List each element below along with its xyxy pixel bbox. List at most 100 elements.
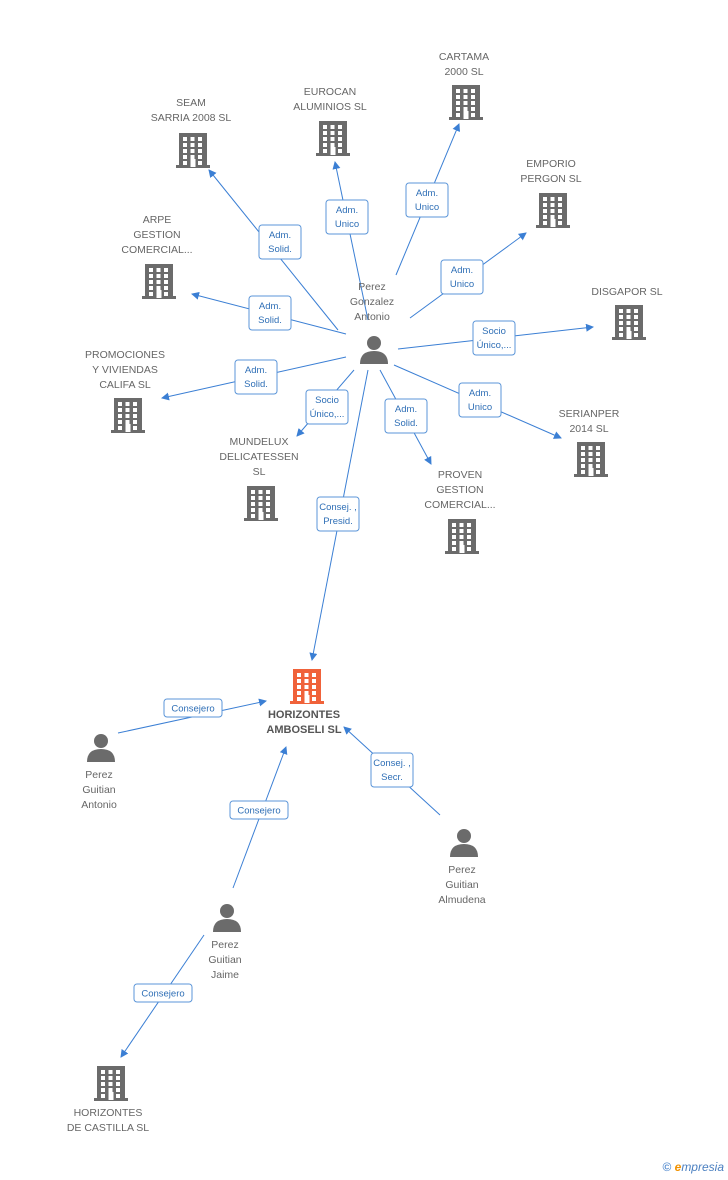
edge-label-perez-guitian-jaime-to-horizontes-castilla: Consejero	[133, 983, 193, 1003]
edge-label-text: Adm.	[395, 404, 417, 415]
node-label-line: EUROCAN	[304, 86, 357, 98]
node-label-line: COMERCIAL...	[424, 499, 495, 511]
edge-label-text: Unico	[415, 202, 439, 213]
edge-label-box	[305, 389, 349, 425]
edge-label-text: Adm.	[259, 301, 281, 312]
edge-label-perez-gonzalez-to-disgapor: SocioÚnico,...	[472, 320, 516, 356]
node-label-line: DE CASTILLA SL	[67, 1122, 149, 1134]
node-label-line: DELICATESSEN	[219, 451, 298, 463]
node-label-line: 2014 SL	[569, 423, 608, 435]
node-label-line: AMBOSELI SL	[266, 724, 341, 736]
edge-label-text: Consej. ,	[373, 758, 411, 769]
edge-label-perez-gonzalez-to-seam: Adm.Solid.	[258, 224, 302, 260]
node-label-line: PERGON SL	[520, 173, 581, 185]
building-icon	[244, 486, 278, 521]
building-icon	[142, 264, 176, 299]
node-label-line: GESTION	[133, 229, 180, 241]
edge-label-text: Socio	[315, 395, 339, 406]
node-promociones[interactable]: PROMOCIONES Y VIVIENDAS CALIFA SL	[85, 349, 165, 433]
brand-initial: e	[674, 1160, 682, 1174]
edge-label-perez-guitian-antonio-to-horizontes-amboseli: Consejero	[163, 698, 223, 718]
building-icon	[449, 85, 483, 120]
node-label-line: Antonio	[81, 799, 117, 811]
node-label-line: MUNDELUX	[230, 436, 289, 448]
node-horizontes-castilla[interactable]: HORIZONTES DE CASTILLA SL	[67, 1066, 149, 1134]
node-label-line: EMPORIO	[526, 158, 576, 170]
edge-label-box	[316, 496, 360, 532]
node-label-line: Guitian	[82, 784, 115, 796]
edge-label-text: Solid.	[268, 244, 292, 255]
node-label-line: Y VIVIENDAS	[92, 364, 158, 376]
node-eurocan[interactable]: EUROCAN ALUMINIOS SL	[293, 86, 367, 156]
edge-label-text: Consejero	[237, 806, 280, 817]
brand-name: mpresia	[681, 1160, 724, 1174]
building-icon	[445, 519, 479, 554]
node-label-line: SARRIA 2008 SL	[151, 112, 232, 124]
edge-label-perez-gonzalez-to-mundelux: SocioÚnico,...	[305, 389, 349, 425]
edge-label-box	[133, 983, 193, 1003]
edge-label-text: Adm.	[336, 205, 358, 216]
node-proven[interactable]: PROVENGESTIONCOMERCIAL...	[424, 469, 496, 554]
node-label-line: CALIFA SL	[99, 379, 151, 391]
node-label-line: SERIANPER	[559, 408, 620, 420]
node-cartama[interactable]: CARTAMA 2000 SL	[439, 51, 489, 120]
edge-label-text: Solid.	[258, 315, 282, 326]
node-label-line: HORIZONTES	[74, 1107, 143, 1119]
node-label-line: Antonio	[354, 311, 390, 323]
node-label-line: Perez	[211, 939, 238, 951]
node-emporio[interactable]: EMPORIO PERGON SL	[520, 158, 582, 228]
person-icon	[87, 734, 115, 762]
building-icon	[536, 193, 570, 228]
edge-labels-layer: Adm.Solid.Adm.UnicoAdm.UnicoAdm.UnicoAdm…	[133, 182, 516, 1003]
edge-label-text: Consej. ,	[319, 502, 357, 513]
node-label-line: ALUMINIOS SL	[293, 101, 367, 113]
edge-label-text: Secr.	[381, 772, 403, 783]
edge-label-perez-gonzalez-to-horizontes-amboseli: Consej. , Presid.	[316, 496, 360, 532]
edge-label-box	[325, 199, 369, 235]
edge-label-box	[384, 398, 428, 434]
edge-label-text: Único,...	[310, 409, 345, 420]
node-disgapor[interactable]: DISGAPOR SL	[591, 286, 663, 340]
edge-label-text: Adm.	[469, 388, 491, 399]
edge-label-box	[370, 752, 414, 788]
person-icon	[360, 336, 388, 364]
edge-label-box	[472, 320, 516, 356]
edge-label-box	[163, 698, 223, 718]
building-icon	[316, 121, 350, 156]
edge-label-text: Solid.	[394, 418, 418, 429]
building-icon	[612, 305, 646, 340]
edge-label-text: Unico	[450, 279, 474, 290]
node-label-line: 2000 SL	[444, 66, 483, 78]
edge-label-text: Solid.	[244, 379, 268, 390]
edge-label-perez-gonzalez-to-arpe: Adm. Solid.	[248, 295, 292, 331]
node-label-line: SL	[253, 466, 266, 478]
edge-label-box	[234, 359, 278, 395]
node-mundelux[interactable]: MUNDELUX DELICATESSEN SL	[219, 436, 299, 521]
building-icon	[290, 669, 324, 704]
edge-label-box	[248, 295, 292, 331]
edge-label-box	[258, 224, 302, 260]
building-icon	[94, 1066, 128, 1101]
node-arpe[interactable]: ARPEGESTIONCOMERCIAL...	[121, 214, 193, 299]
edge-label-perez-gonzalez-to-cartama: Adm.Unico	[405, 182, 449, 218]
node-label-line: DISGAPOR SL	[591, 286, 662, 298]
node-label-line: PROMOCIONES	[85, 349, 165, 361]
node-serianper[interactable]: SERIANPER 2014 SL	[559, 408, 620, 477]
edge-label-box	[229, 800, 289, 820]
node-label-line: CARTAMA	[439, 51, 489, 63]
node-label-line: PROVEN	[438, 469, 482, 481]
edges-layer	[117, 123, 594, 1058]
edge-line-perez-gonzalez-to-eurocan	[332, 161, 369, 321]
edge-label-box	[405, 182, 449, 218]
building-icon	[111, 398, 145, 433]
node-label-line: COMERCIAL...	[121, 244, 192, 256]
edge-label-text: Presid.	[323, 516, 353, 527]
